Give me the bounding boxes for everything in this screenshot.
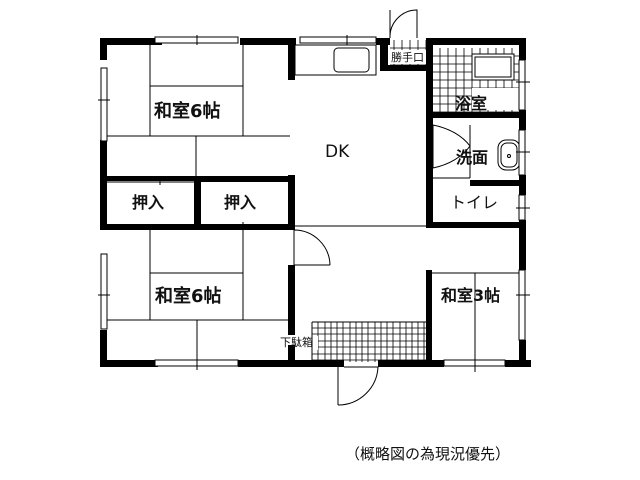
room-label-toilet: トイレ — [450, 193, 499, 212]
room-label-closet-left: 押入 — [132, 193, 165, 212]
room-label-washitsu-6-north: 和室6帖 — [154, 101, 221, 122]
room-label-washitsu-6-south: 和室6帖 — [155, 286, 222, 307]
room-label-closet-right: 押入 — [224, 193, 257, 212]
room-label-washitsu-3: 和室3帖 — [441, 286, 501, 305]
disclaimer-note: （概略図の為現況優先） — [345, 445, 511, 463]
fixture-label-back-door: 勝手口 — [391, 51, 424, 64]
room-label-washroom: 洗面 — [456, 148, 489, 167]
room-label-dk: DK — [325, 142, 350, 162]
fixture-label-shoe-box: 下駄箱 — [280, 336, 313, 349]
room-label-bathroom: 浴室 — [455, 94, 488, 113]
thin-lines — [98, 9, 530, 406]
